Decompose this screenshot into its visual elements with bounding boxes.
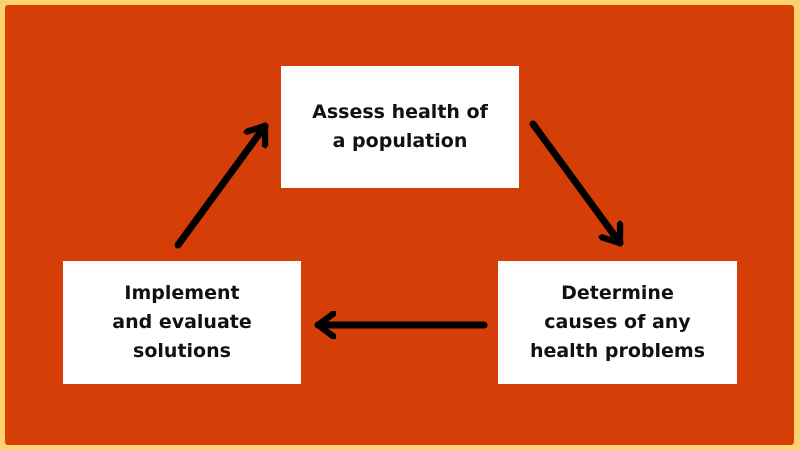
- step-assess-label: Assess health of a population: [312, 101, 488, 152]
- step-assess-box: Assess health of a population: [281, 66, 519, 188]
- step-determine-box: Determine causes of any health problems: [498, 261, 737, 384]
- step-implement-box: Implement and evaluate solutions: [63, 261, 301, 384]
- arrow-implement-to-assess: [174, 122, 269, 249]
- step-implement-label: Implement and evaluate solutions: [112, 282, 252, 362]
- arrow-assess-to-determine: [529, 120, 624, 247]
- step-determine-label: Determine causes of any health problems: [529, 282, 706, 362]
